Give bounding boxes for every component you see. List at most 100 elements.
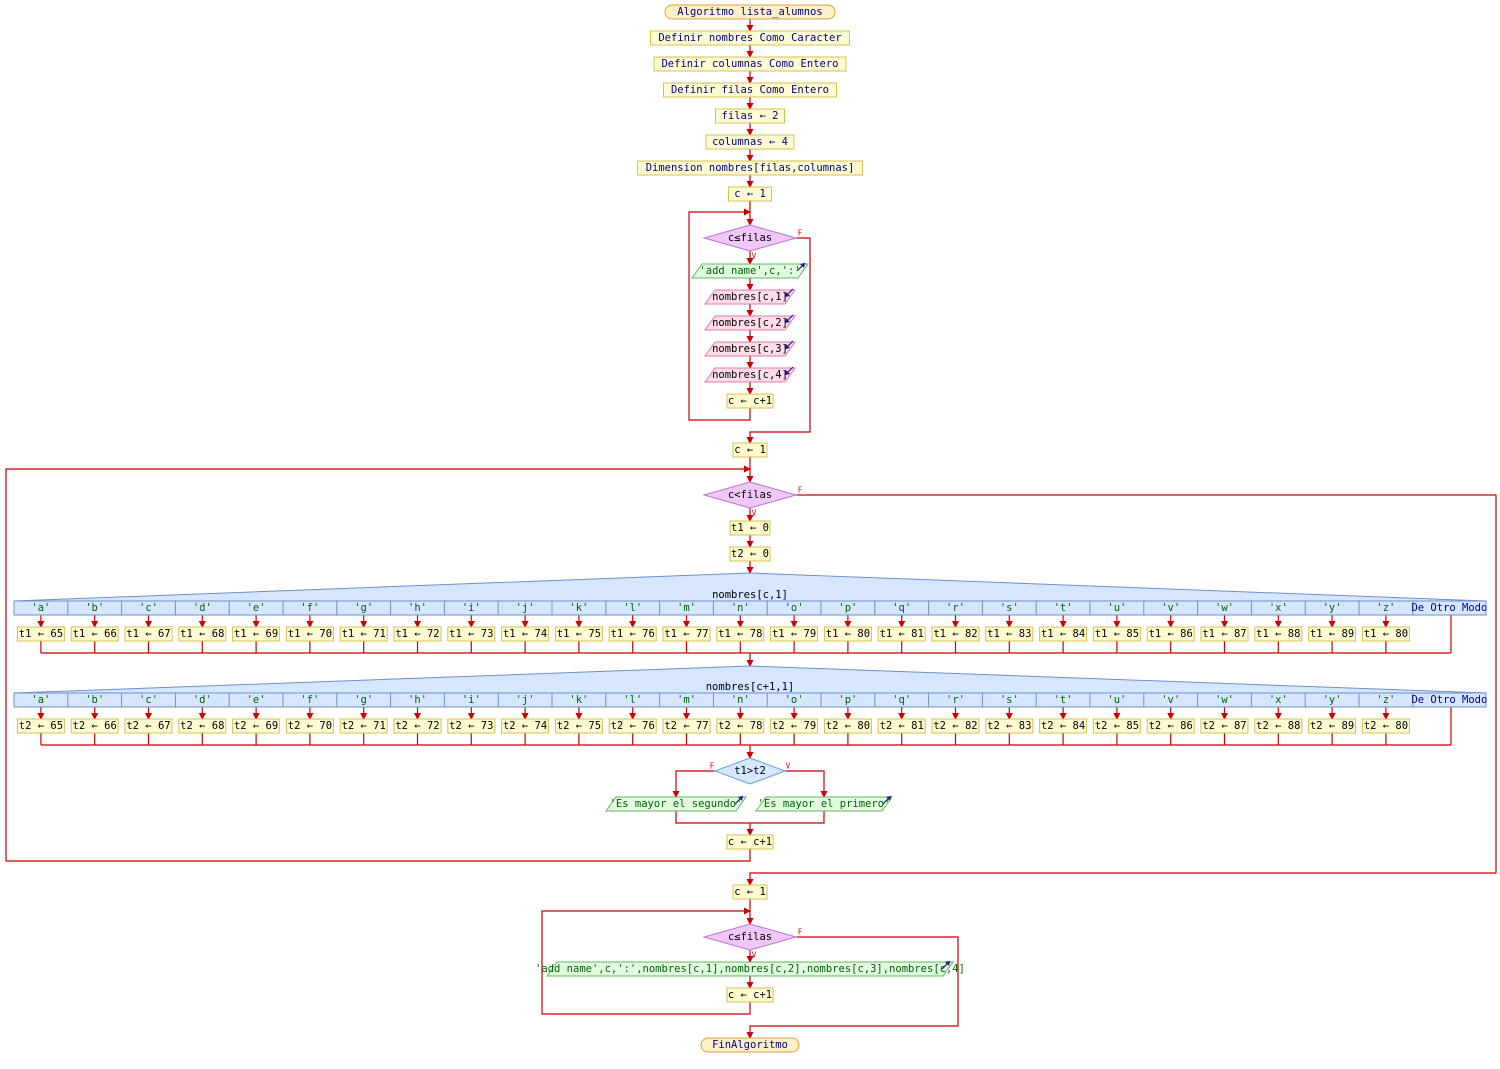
loop2-exit-edge — [746, 494, 1497, 886]
switch2-case-13: 'm' — [677, 694, 696, 706]
switch2-assign-box-13 — [662, 718, 711, 734]
loop1-input-box-1 — [704, 289, 796, 305]
switch1-case-15: 'o' — [785, 602, 804, 614]
switch1-assign-7: t1 ← 71 — [342, 628, 386, 640]
switch2-case-bar — [13, 692, 1487, 708]
switch2-assign-box-23 — [1200, 718, 1249, 734]
loop3-false-label: F — [798, 928, 803, 937]
switch1-assign-box-15 — [770, 626, 819, 642]
compare-true-edge — [785, 770, 828, 798]
init-c-1-box — [728, 186, 772, 202]
switch1-assign-8: t1 ← 72 — [395, 628, 439, 640]
switch1-case-11: 'k' — [569, 602, 588, 614]
switch1-assign-2: t1 ← 66 — [73, 628, 117, 640]
loop2-condition: c<filas — [728, 489, 772, 501]
switch1-assign-12: t1 ← 76 — [611, 628, 655, 640]
switch2-case-3: 'c' — [139, 694, 158, 706]
definition-columnas: Definir columnas Como Entero — [661, 58, 838, 70]
switch1-assign-box-6 — [285, 626, 334, 642]
switch2-case-26: 'z' — [1376, 694, 1395, 706]
loop1-input-2: nombres[c,2] — [712, 317, 788, 329]
assign-columnas-box — [705, 134, 795, 150]
switch1-case-4: 'd' — [193, 602, 212, 614]
definition-filas: Definir filas Como Entero — [671, 84, 829, 96]
loop3-output: 'add name',c,':',nombres[c,1],nombres[c,… — [535, 963, 965, 975]
definition-filas-box — [663, 82, 837, 98]
switch2-case-8: 'h' — [408, 694, 427, 706]
switch2-assign-box-21 — [1092, 718, 1141, 734]
switch1-case-25: 'y' — [1323, 602, 1342, 614]
assign-filas-box — [715, 108, 785, 124]
switch2-case-1: 'a' — [31, 694, 50, 706]
switch2-assign-19: t2 ← 83 — [987, 720, 1031, 732]
switch1-case-7: 'g' — [354, 602, 373, 614]
loop1-false-label: F — [798, 229, 803, 238]
switch2-assign-21: t2 ← 85 — [1095, 720, 1139, 732]
switch2-assign-17: t2 ← 81 — [880, 720, 924, 732]
switch2-assign-box-25 — [1308, 718, 1357, 734]
loop1-input-box-3 — [704, 341, 796, 357]
switch2-case-5: 'e' — [247, 694, 266, 706]
switch2-assign-box-14 — [716, 718, 765, 734]
switch1-assign-14: t1 ← 78 — [718, 628, 762, 640]
t2-init-box — [729, 546, 771, 562]
loop1-input-box-2 — [704, 315, 796, 331]
switch2-assign-1: t2 ← 65 — [19, 720, 63, 732]
switch1-assign-15: t1 ← 79 — [772, 628, 816, 640]
switch2-case-15: 'o' — [785, 694, 804, 706]
definition-columnas-box — [653, 56, 847, 72]
switch1-assign-17: t1 ← 81 — [880, 628, 924, 640]
switch2-assign-14: t2 ← 78 — [718, 720, 762, 732]
switch2-assign-box-8 — [393, 718, 442, 734]
output-primero-box — [755, 796, 893, 812]
loop1-condition: c≤filas — [728, 232, 772, 244]
switch1-case-bar — [13, 600, 1487, 616]
switch1-assign-24: t1 ← 88 — [1256, 628, 1300, 640]
definition-nombres: Definir nombres Como Caracter — [658, 32, 841, 44]
switch2-assign-12: t2 ← 76 — [611, 720, 655, 732]
loop3-increment: c ← c+1 — [728, 989, 772, 1001]
switch1-assign-4: t1 ← 68 — [180, 628, 224, 640]
switch1-case-8: 'h' — [408, 602, 427, 614]
compare-false-label: F — [710, 762, 715, 771]
switch1-case-3: 'c' — [139, 602, 158, 614]
switch1-assign-box-12 — [608, 626, 657, 642]
if-join-line — [675, 811, 825, 824]
switch1-assign-21: t1 ← 85 — [1095, 628, 1139, 640]
loop1-input-1: nombres[c,1] — [712, 291, 788, 303]
loop2-condition-diamond — [702, 481, 798, 509]
output-segundo: 'Es mayor el segundo' — [610, 798, 743, 810]
loop1-condition-diamond — [702, 224, 798, 252]
switch2-assign-22: t2 ← 86 — [1149, 720, 1193, 732]
switch1-assign-18: t1 ← 82 — [933, 628, 977, 640]
switch1-assign-9: t1 ← 73 — [449, 628, 493, 640]
t1-init-box — [729, 520, 771, 536]
switch1-case-2: 'b' — [85, 602, 104, 614]
switch1-case-26: 'z' — [1376, 602, 1395, 614]
switch1-assign-box-22 — [1146, 626, 1195, 642]
switch1-switch-expression: nombres[c,1] — [712, 589, 788, 601]
switch1-assign-23: t1 ← 87 — [1202, 628, 1246, 640]
switch2-case-12: 'l' — [623, 694, 642, 706]
switch2-assign-box-26 — [1361, 718, 1410, 734]
switch2-case-4: 'd' — [193, 694, 212, 706]
switch2-case-2: 'b' — [85, 694, 104, 706]
switch2-case-7: 'g' — [354, 694, 373, 706]
switch2-assign-15: t2 ← 79 — [772, 720, 816, 732]
compare-condition: t1>t2 — [734, 765, 766, 777]
switch2-case-22: 'v' — [1161, 694, 1180, 706]
switch1-case-10: 'j' — [516, 602, 535, 614]
switch2-assign-box-9 — [447, 718, 496, 734]
output-primero: 'Es mayor el primero' — [758, 798, 891, 810]
dimension-statement: Dimension nombres[filas,columnas] — [646, 162, 855, 174]
switch2-assign-25: t2 ← 89 — [1310, 720, 1354, 732]
start-label: Algoritmo lista_alumnos — [677, 6, 822, 18]
end-label: FinAlgoritmo — [712, 1039, 788, 1051]
switch1-assign-box-19 — [985, 626, 1034, 642]
switch2-case-24: 'x' — [1269, 694, 1288, 706]
switch1-case-23: 'w' — [1215, 602, 1234, 614]
switch2-case-17: 'q' — [892, 694, 911, 706]
switch2-assign-box-6 — [285, 718, 334, 734]
loop1-output-box — [691, 263, 809, 279]
